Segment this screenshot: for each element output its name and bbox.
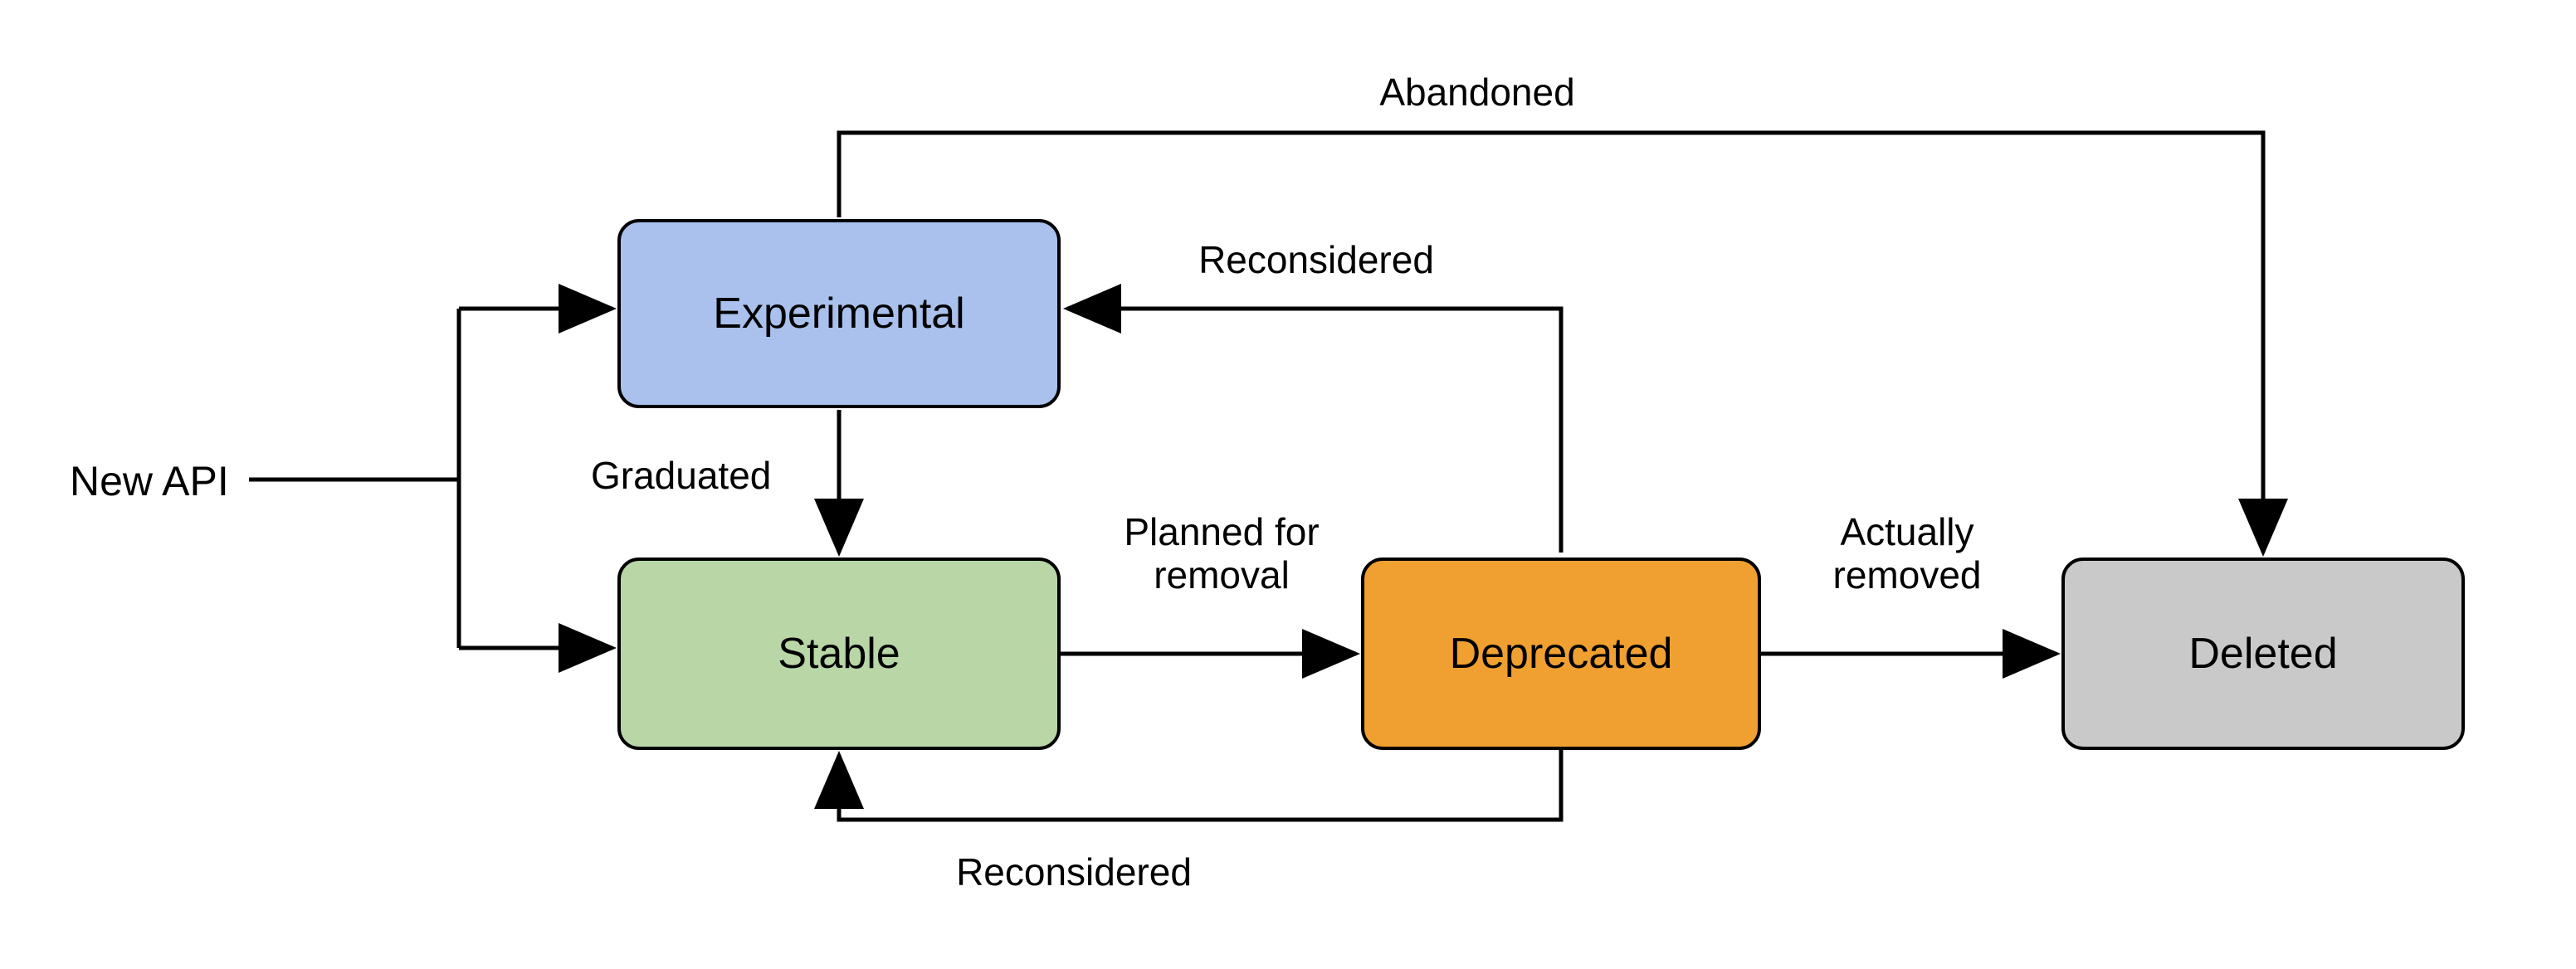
entry-label-new-api: New API bbox=[70, 458, 229, 504]
node-deleted[interactable]: Deleted bbox=[2061, 558, 2465, 750]
edge-deprecated-to-stable bbox=[814, 750, 1564, 822]
node-experimental-label: Experimental bbox=[713, 290, 965, 338]
node-deprecated[interactable]: Deprecated bbox=[1361, 558, 1761, 750]
node-experimental[interactable]: Experimental bbox=[617, 219, 1061, 408]
node-stable-label: Stable bbox=[778, 630, 900, 678]
node-deleted-label: Deleted bbox=[2188, 630, 2338, 678]
node-deprecated-label: Deprecated bbox=[1449, 630, 1673, 678]
edge-experimental-to-deleted bbox=[837, 130, 2288, 557]
edge-new-api-stem bbox=[249, 309, 461, 648]
edge-label-reconsidered-bottom: Reconsidered bbox=[956, 850, 1192, 894]
edge-label-reconsidered-top: Reconsidered bbox=[1198, 238, 1434, 281]
node-stable[interactable]: Stable bbox=[617, 558, 1061, 750]
edge-label-abandoned: Abandoned bbox=[1379, 71, 1575, 114]
edge-label-planned-for-removal: Planned for removal bbox=[1124, 510, 1320, 596]
edge-label-graduated: Graduated bbox=[591, 454, 772, 497]
edge-label-actually-removed: Actually removed bbox=[1832, 510, 1982, 596]
edge-deprecated-to-experimental bbox=[1063, 284, 1564, 553]
